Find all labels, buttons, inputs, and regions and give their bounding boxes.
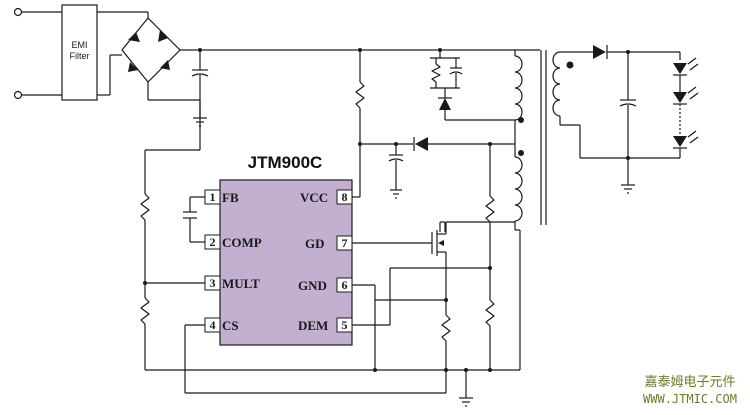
svg-text:VCC: VCC <box>300 190 328 205</box>
svg-text:5: 5 <box>342 318 348 332</box>
snubber-diode-icon <box>439 98 451 110</box>
led-icon <box>673 57 699 76</box>
svg-text:MULT: MULT <box>222 276 260 291</box>
pin-5: DEM 5 <box>298 317 353 333</box>
chip-title: JTM900C <box>248 153 323 172</box>
pin-6: GND 6 <box>298 277 353 293</box>
emi-label-1: EMI <box>71 40 87 50</box>
pin-2: 2 COMP <box>204 234 262 250</box>
sense-resistor <box>375 290 451 370</box>
mult-divider <box>140 100 205 370</box>
svg-text:DEM: DEM <box>298 318 328 333</box>
watermark-url: WWW.JTMIC.COM <box>643 392 737 406</box>
aux-supply <box>360 137 515 199</box>
svg-text:GND: GND <box>298 278 327 293</box>
ac-terminal-top <box>13 7 23 17</box>
led-icon <box>673 86 699 105</box>
transformer-icon <box>540 50 547 225</box>
mosfet-icon <box>352 125 516 290</box>
startup-resistor <box>352 50 365 198</box>
ground-bus <box>145 284 520 407</box>
svg-text:6: 6 <box>342 278 348 292</box>
rcd-snubber <box>430 50 515 121</box>
comp-capacitor <box>183 196 205 243</box>
svg-text:FB: FB <box>222 190 239 205</box>
watermark-cn: 嘉泰姆电子元件 <box>644 375 735 390</box>
pin-8: VCC 8 <box>300 189 353 205</box>
svg-text:CS: CS <box>222 318 239 333</box>
svg-text:GD: GD <box>305 236 325 251</box>
svg-text:7: 7 <box>342 236 348 250</box>
led-icon <box>673 130 699 149</box>
output-diode-icon <box>593 45 606 59</box>
emi-filter: EMI Filter <box>61 4 149 101</box>
ic-chip: JTM900C 1 FB 2 COMP 3 MULT 4 CS VCC 8 <box>204 153 353 346</box>
pin-1: 1 FB <box>204 189 239 205</box>
pin-4: 4 CS <box>204 317 239 333</box>
svg-text:3: 3 <box>210 276 216 290</box>
primary-winding <box>514 50 524 125</box>
aux-diode-icon <box>415 137 428 151</box>
svg-text:2: 2 <box>210 235 216 249</box>
svg-text:COMP: COMP <box>222 235 262 250</box>
dem-divider <box>352 144 495 370</box>
led-string <box>673 57 699 158</box>
emi-label-2: Filter <box>70 51 90 61</box>
bridge-rectifier-icon <box>121 17 200 100</box>
pin-7: GD 7 <box>305 235 353 251</box>
secondary-side <box>552 45 681 194</box>
svg-text:1: 1 <box>210 190 216 204</box>
bulk-capacitor <box>148 50 209 127</box>
svg-text:4: 4 <box>210 318 216 332</box>
svg-text:8: 8 <box>342 190 348 204</box>
pin-3: 3 MULT <box>204 275 260 291</box>
auxiliary-winding <box>514 144 524 370</box>
chip-body <box>219 179 353 346</box>
watermark: 嘉泰姆电子元件 WWW.JTMIC.COM <box>643 375 737 406</box>
ac-input <box>13 7 62 100</box>
ac-terminal-bottom <box>13 90 23 100</box>
